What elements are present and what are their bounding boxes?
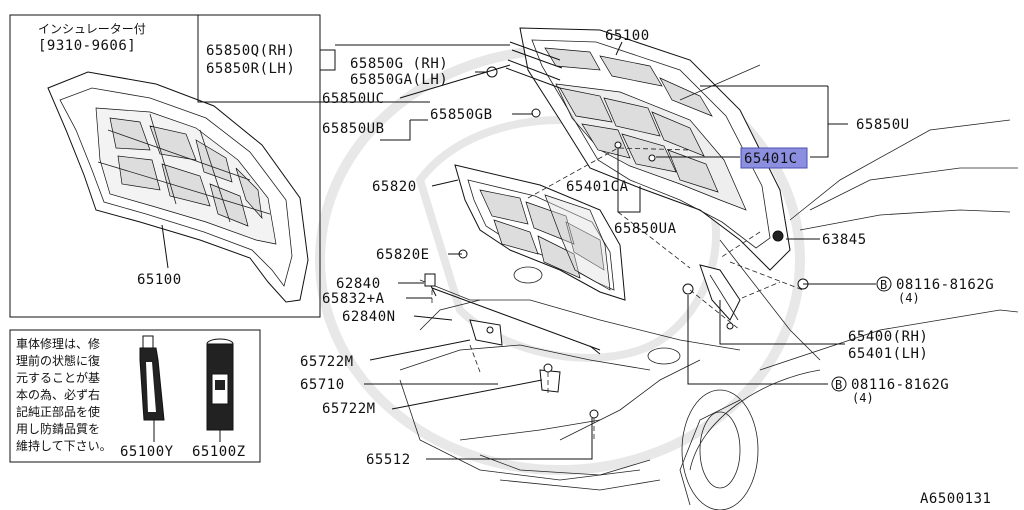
part-label-65100Y: 65100Y: [120, 444, 174, 460]
label-62840: 62840: [336, 276, 381, 292]
inset-hood-drawing: [47, 71, 309, 303]
label-08116-upper-qty: (4): [898, 291, 920, 305]
car-body: [399, 64, 1019, 510]
spray-can-icon: [206, 338, 234, 431]
repair-note-line-5: 記純正部品を使: [16, 404, 100, 419]
hood-insulator: [454, 164, 626, 301]
callout-labels: 65100 65850Q(RH) 65850R(LH) 65850G (RH) …: [206, 28, 994, 468]
label-65722M-lower: 65722M: [322, 401, 376, 417]
repair-note-panel: 車体修理は、修 理前の状態に復 元することが基 本の為、必ず右 記純正部品を使 …: [9, 329, 261, 463]
label-65722M-upper: 65722M: [300, 354, 354, 370]
label-65850UA: 65850UA: [614, 221, 677, 237]
label-65850G: 65850G (RH): [350, 56, 448, 72]
label-65832A: 65832+A: [322, 291, 385, 307]
label-65100: 65100: [605, 28, 650, 44]
label-65850GB: 65850GB: [430, 107, 493, 123]
label-63845: 63845: [822, 232, 867, 248]
label-65850GA: 65850GA(LH): [350, 72, 448, 88]
label-65820: 65820: [372, 179, 417, 195]
label-65850R: 65850R(LH): [206, 61, 295, 77]
label-65850UB: 65850UB: [322, 121, 385, 137]
repair-note-line-2: 理前の状態に復: [16, 353, 100, 368]
bolt-mark-icon: [831, 376, 847, 392]
repair-note-line-3: 元することが基: [16, 370, 100, 385]
inset-part-label: 65100: [137, 272, 182, 288]
label-65820E: 65820E: [376, 247, 430, 263]
label-65512: 65512: [366, 452, 411, 468]
label-62840N: 62840N: [342, 309, 396, 325]
inset-connector: [197, 15, 430, 103]
label-65401CA: 65401CA: [566, 179, 629, 195]
label-65850U: 65850U: [856, 117, 910, 133]
repair-note-line-6: 用し防錆品質を: [16, 421, 100, 436]
repair-note-line-4: 本の為、必ず右: [16, 387, 100, 402]
main-drawing: [315, 27, 1019, 510]
label-08116-upper: 08116-8162G: [896, 277, 994, 293]
label-08116-lower: 08116-8162G: [851, 377, 949, 393]
inset-note-line1: インシュレーター付: [38, 22, 146, 36]
bolt-mark-icon: [876, 276, 892, 292]
repair-note-line-7: 維持して下さい。: [16, 438, 112, 453]
paint-tube-icon: [139, 335, 165, 421]
part-label-65100Z: 65100Z: [192, 444, 246, 460]
label-65850UC: 65850UC: [322, 91, 385, 107]
highlight-box: [740, 147, 808, 169]
label-65850Q: 65850Q(RH): [206, 43, 295, 59]
label-65710: 65710: [300, 377, 345, 393]
bolt-mark-upper: B: [880, 278, 887, 292]
inset-panel: インシュレーター付 [9310-9606] 65100: [9, 14, 321, 318]
bolt-callout-upper: B 08116-8162G (4): [876, 276, 994, 305]
label-65401C-highlighted[interactable]: 65401C: [740, 147, 808, 169]
hood-seal-strips: [458, 41, 784, 259]
label-08116-lower-qty: (4): [852, 391, 874, 405]
bolt-mark-lower: B: [835, 378, 842, 392]
leader-lines: [320, 41, 876, 460]
bolt-callout-lower: B 08116-8162G (4): [831, 376, 949, 405]
phantom-lines: [431, 147, 804, 440]
diagram-id: A6500131: [920, 491, 991, 507]
inset-note-line2: [9310-9606]: [38, 38, 136, 54]
label-65401C: 65401C: [744, 151, 798, 167]
repair-note-line-1: 車体修理は、修: [16, 336, 100, 351]
label-65400: 65400(RH): [848, 329, 928, 345]
label-65401: 65401(LH): [848, 346, 928, 362]
